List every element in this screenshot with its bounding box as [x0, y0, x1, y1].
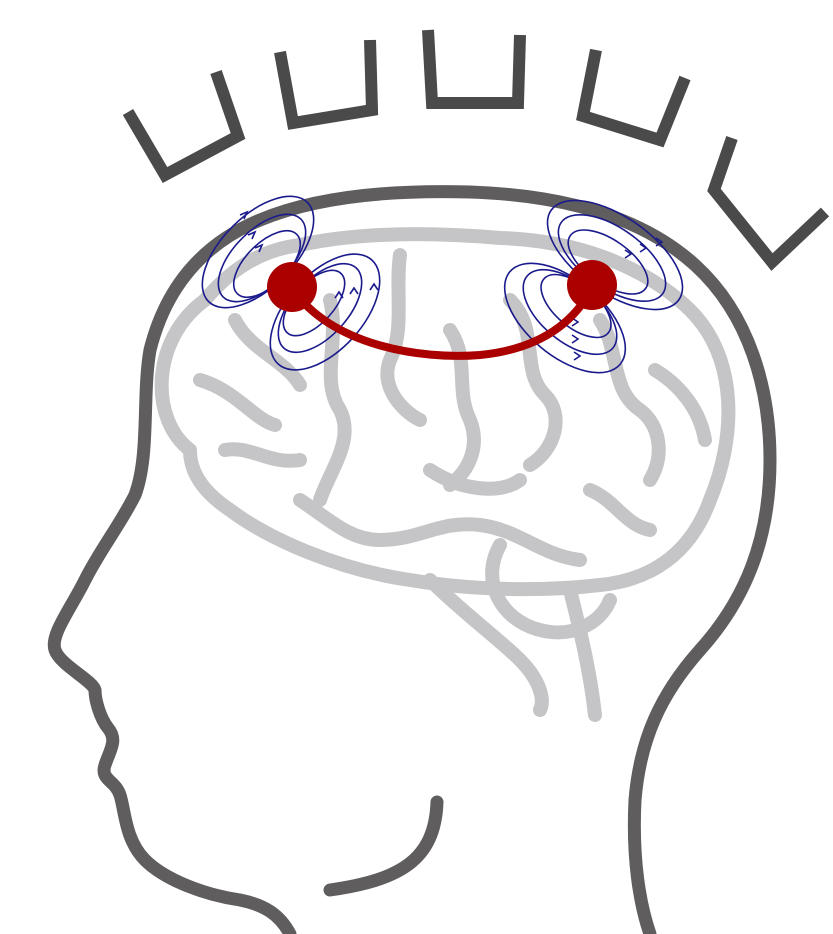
- brain-icon: [162, 234, 729, 715]
- brain-gyrus: [225, 449, 300, 461]
- sensor-cup-icon: [280, 40, 372, 123]
- field-arrow-icon: [350, 288, 358, 294]
- sensor-cup-icon: [428, 30, 520, 103]
- jaw-line: [330, 802, 437, 890]
- brain-gyrus: [655, 370, 705, 440]
- sensor-cup-icon: [128, 72, 238, 175]
- field-arrow-icon: [248, 232, 255, 239]
- dipole-source-icon: [267, 262, 317, 312]
- brain-gyrus: [200, 380, 275, 425]
- dipole-source-icon: [567, 260, 617, 310]
- brain-gyrus: [510, 300, 556, 465]
- sensor-cup-icon: [714, 138, 825, 262]
- field-arrow-icon: [370, 284, 378, 290]
- field-arrow-icon: [574, 352, 580, 360]
- brain-stem: [570, 590, 595, 715]
- brain-gyrus: [430, 580, 542, 710]
- brain-gyrus: [600, 320, 659, 480]
- field-arrow-icon: [572, 335, 578, 343]
- brain-gyrus: [300, 500, 580, 560]
- field-arrow-icon: [640, 244, 646, 252]
- field-arrow-icon: [335, 292, 343, 298]
- sensor-cup-icon: [583, 50, 685, 140]
- brain-gyrus: [590, 490, 650, 530]
- brain-gyrus: [387, 255, 420, 420]
